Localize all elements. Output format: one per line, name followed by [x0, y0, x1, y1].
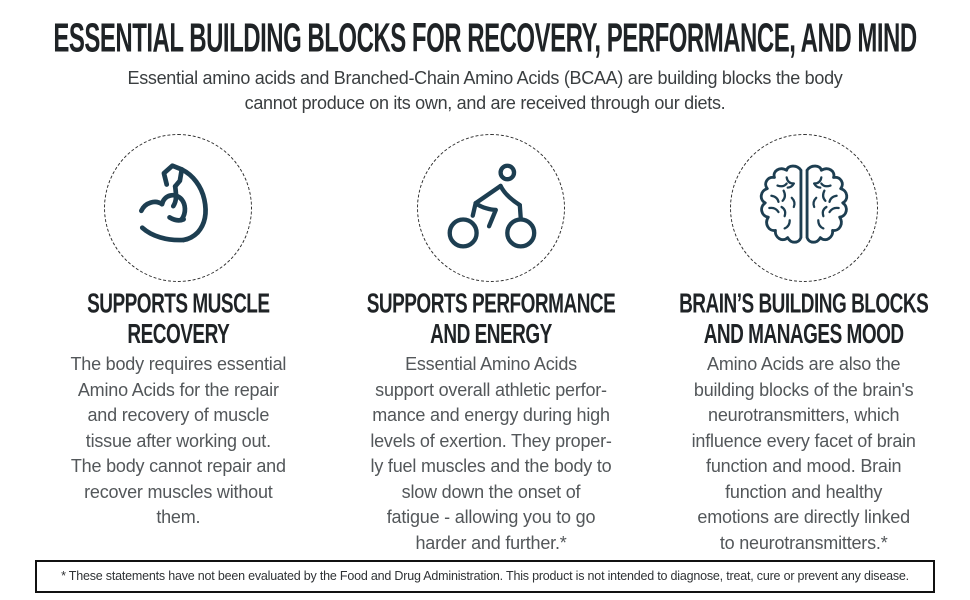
brain-icon: [759, 164, 848, 244]
feature-columns: SUPPORTS MUSCLE RECOVERY The body requir…: [0, 134, 970, 556]
column-body: Amino Acids are also the building blocks…: [691, 354, 916, 553]
icon-circle: [417, 134, 565, 282]
header: ESSENTIAL BUILDING BLOCKS FOR RECOVERY, …: [0, 0, 970, 116]
column-heading: SUPPORTS MUSCLE RECOVERY: [87, 289, 270, 351]
column-heading: BRAIN’S BUILDING BLOCKS AND MANAGES MOOD: [679, 289, 929, 351]
bicep-arm-icon: [139, 163, 209, 243]
main-heading: ESSENTIAL BUILDING BLOCKS FOR RECOVERY, …: [53, 15, 917, 62]
feature-column-brain-mood: BRAIN’S BUILDING BLOCKS AND MANAGES MOOD…: [647, 134, 960, 556]
column-body: Essential Amino Acids support overall at…: [370, 354, 612, 553]
feature-column-muscle-recovery: SUPPORTS MUSCLE RECOVERY The body requir…: [22, 134, 335, 556]
cyclist-icon: [447, 163, 537, 249]
disclaimer-box: * These statements have not been evaluat…: [35, 560, 935, 593]
feature-column-performance-energy: SUPPORTS PERFORMANCE AND ENERGY Essentia…: [335, 134, 648, 556]
column-body: The body requires essential Amino Acids …: [70, 354, 287, 527]
icon-circle: [104, 134, 253, 282]
sub-heading: Essential amino acids and Branched-Chain…: [127, 68, 843, 113]
column-heading: SUPPORTS PERFORMANCE AND ENERGY: [366, 289, 616, 351]
disclaimer-text: * These statements have not been evaluat…: [61, 569, 909, 583]
icon-circle: [729, 134, 878, 282]
